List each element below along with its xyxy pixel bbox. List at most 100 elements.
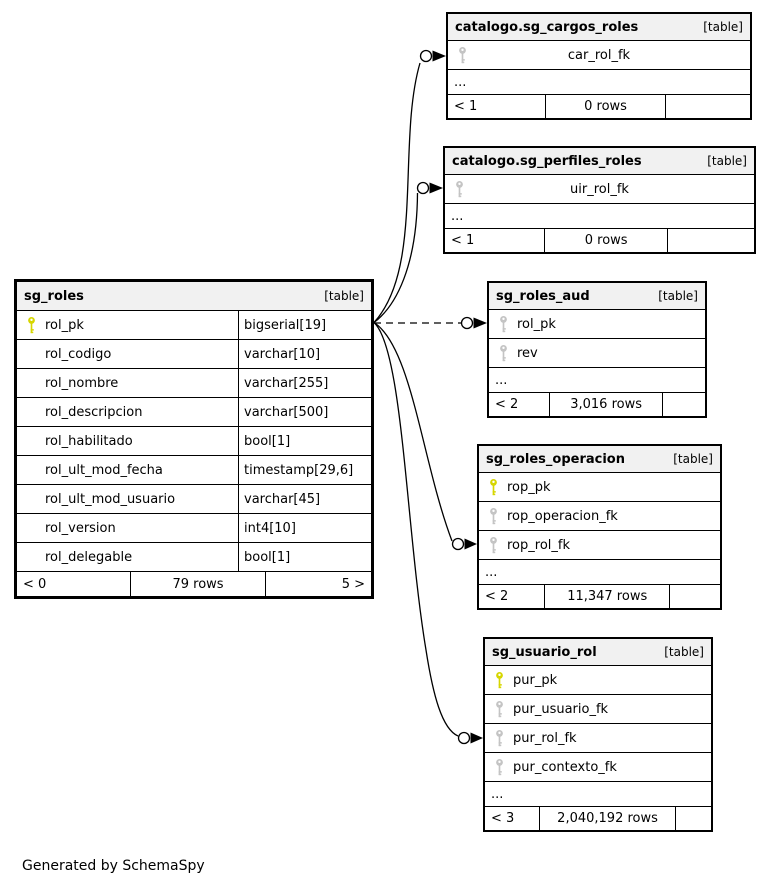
connector-arrowhead [432,50,446,62]
column-row: rol_pk bigserial[19] [17,310,371,339]
table-header: sg_usuario_rol [table] [485,639,711,665]
table-header: sg_roles [table] [17,282,371,310]
table-type-label: [table] [664,645,704,659]
connector-circle [419,49,433,63]
connector-arrowhead [473,317,487,329]
table-header: sg_roles_operacion [table] [479,446,720,472]
foreign-key-icon [458,47,466,64]
column-name: rol_nombre [45,375,119,391]
connector-arrowhead [470,732,483,744]
connector-arrowhead [429,182,443,194]
column-type: bool[1] [238,543,371,571]
column-name: rol_pk [45,317,84,333]
table-footer: < 2 11,347 rows [479,584,720,608]
connector-arrowhead [464,538,477,550]
table-title[interactable]: sg_usuario_rol [492,644,597,660]
table-title[interactable]: catalogo.sg_perfiles_roles [452,153,642,169]
footer-rowcount: 0 rows [544,95,666,118]
footer-children [661,393,705,416]
column-type: timestamp[29,6] [238,456,371,484]
column-name: rol_delegable [45,549,133,565]
table-title[interactable]: sg_roles_aud [496,288,590,304]
column-row: rol_codigo varchar[10] [17,339,371,368]
foreign-key-icon [489,508,497,525]
fk-connector-sg-roles-operacion [373,321,453,542]
column-row: rol_pk [489,309,705,338]
foreign-key-icon [495,701,503,718]
column-row: pur_usuario_fk [485,694,711,723]
ellipsis-row: ... [485,781,711,806]
table-footer: < 0 79 rows 5 > [17,571,371,596]
ellipsis-row: ... [479,559,720,584]
ellipsis-row: ... [489,367,705,392]
footer-children: 5 > [264,572,371,596]
table-catalogo-sg-cargos-roles: catalogo.sg_cargos_roles [table] car_rol… [446,12,752,120]
column-row: rol_descripcion varchar[500] [17,397,371,426]
column-name: pur_usuario_fk [513,701,609,717]
foreign-key-icon [455,181,463,198]
footer-children [674,807,711,830]
table-type-label: [table] [673,452,713,466]
table-catalogo-sg-perfiles-roles: catalogo.sg_perfiles_roles [table] uir_r… [443,146,756,254]
table-footer: < 1 0 rows [448,94,750,118]
footer-parents: < 1 [451,233,475,248]
column-type: varchar[10] [238,340,371,368]
table-type-label: [table] [658,289,698,303]
foreign-key-icon [499,345,507,362]
footer-children [665,95,750,118]
table-title[interactable]: sg_roles_operacion [486,451,625,467]
column-name: pur_pk [513,672,558,688]
column-row: pur_pk [485,665,711,694]
table-footer: < 3 2,040,192 rows [485,806,711,830]
footer-parents: < 2 [485,589,509,604]
footer-rowcount: 3,016 rows [549,393,661,416]
table-sg-roles-operacion: sg_roles_operacion [table] rop_pk rop_op… [477,444,722,610]
ellipsis-row: ... [445,203,754,228]
column-type: varchar[45] [238,485,371,513]
footer-parents: < 2 [495,397,519,412]
column-type: bool[1] [238,427,371,455]
primary-key-icon [495,672,503,689]
column-name: car_rol_fk [567,47,631,63]
connector-circle [457,731,471,745]
column-type: varchar[500] [238,398,371,426]
fk-connector-sg-perfiles-roles [373,192,419,324]
connector-circle [451,537,465,551]
table-title[interactable]: catalogo.sg_cargos_roles [455,19,639,35]
column-row: rol_habilitado bool[1] [17,426,371,455]
connector-circle [460,316,474,330]
footer-rowcount: 2,040,192 rows [539,807,675,830]
table-title[interactable]: sg_roles [24,288,84,304]
footer-parents: < 3 [491,811,515,826]
column-name: rol_descripcion [45,404,143,420]
column-row: rol_nombre varchar[255] [17,368,371,397]
column-name: rol_ult_mod_fecha [45,462,163,478]
column-name: rol_ult_mod_usuario [45,491,176,507]
table-header: sg_roles_aud [table] [489,283,705,309]
column-row: car_rol_fk [448,40,750,69]
column-row: rev [489,338,705,367]
column-name: rop_pk [507,479,551,495]
column-type: bigserial[19] [238,311,371,339]
column-name: rop_operacion_fk [507,508,618,524]
column-row: rol_version int4[10] [17,513,371,542]
foreign-key-icon [495,730,503,747]
footer-parents: < 0 [23,576,47,592]
column-row: rol_ult_mod_fecha timestamp[29,6] [17,455,371,484]
column-row: rol_delegable bool[1] [17,542,371,571]
primary-key-icon [489,479,497,496]
column-name: rev [517,345,538,361]
footer-parents: < 1 [454,99,478,114]
table-header: catalogo.sg_perfiles_roles [table] [445,148,754,174]
foreign-key-icon [499,316,507,333]
schemaspy-credit: Generated by SchemaSpy [22,858,205,874]
footer-rowcount: 0 rows [543,229,668,252]
table-sg-roles-aud: sg_roles_aud [table] rol_pk rev ... < 2 … [487,281,707,418]
fk-connector-sg-cargos-roles [373,62,421,323]
column-name: pur_rol_fk [513,730,577,746]
column-row: uir_rol_fk [445,174,754,203]
column-name: uir_rol_fk [570,181,629,197]
column-row: pur_rol_fk [485,723,711,752]
column-name: rol_pk [517,316,556,332]
footer-rowcount: 79 rows [130,572,265,596]
